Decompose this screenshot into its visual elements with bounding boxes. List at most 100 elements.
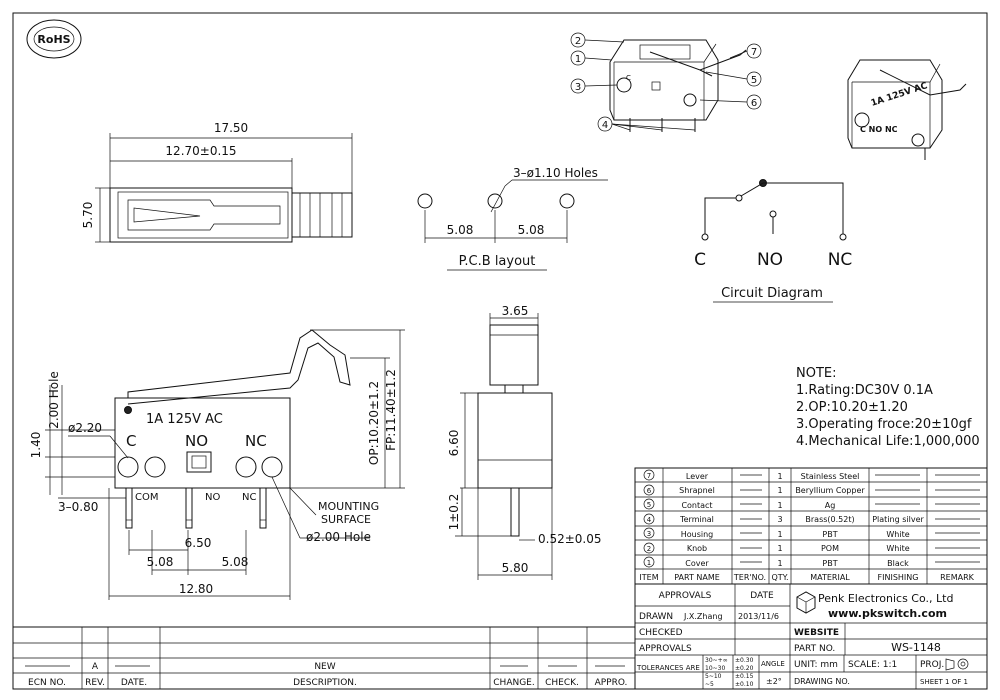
pcb-spacing-right: 5.08 <box>518 223 545 237</box>
revision-rev: A <box>92 662 99 672</box>
note-2: 2.OP:10.20±1.20 <box>796 400 908 415</box>
bom-qty: 1 <box>777 486 782 495</box>
bom-qty: 3 <box>777 515 782 524</box>
isometric-view-small: 1A 125V AC C NO NC <box>847 59 967 160</box>
note-1: 1.Rating:DC30V 0.1A <box>796 383 933 398</box>
side-no: NO <box>185 432 208 450</box>
isometric-view-main: C 2 1 3 4 7 5 6 <box>570 32 762 132</box>
bom-finishing: Black <box>887 559 909 568</box>
pcb-holes-label: 3–ø1.10 Holes <box>513 166 598 180</box>
bom-finishing: White <box>886 544 909 553</box>
drawing-no-label: DRAWING NO. <box>794 677 850 686</box>
date-header: DATE <box>750 591 774 601</box>
checked-label: CHECKED <box>639 628 683 638</box>
dim-6-60: 6.60 <box>447 430 461 457</box>
angle-value: ±2° <box>766 677 782 686</box>
side-lever <box>127 329 351 405</box>
bom-table: 7 Lever 1 Stainless Steel 6 Shrapnel 1 B… <box>634 467 988 585</box>
bom-qty: 1 <box>777 559 782 568</box>
dim-op: OP:10.20±1.2 <box>367 381 381 465</box>
circuit-no: NO <box>757 250 783 270</box>
bom-material: PBT <box>822 530 837 539</box>
revision-header-date: DATE. <box>121 678 147 688</box>
bom-material: Ag <box>825 501 836 510</box>
notes: NOTE: 1.Rating:DC30V 0.1A 2.OP:10.20±1.2… <box>796 366 980 449</box>
tol-value-2: ±0.20 <box>735 665 754 672</box>
bom-item: 4 <box>647 516 652 524</box>
bom-finishing: Plating silver <box>872 515 924 524</box>
dim-6-50: 6.50 <box>185 536 212 550</box>
dim-hole-dia: ø2.20 <box>68 421 102 435</box>
bom-name: Shrapnel <box>679 486 715 495</box>
pcb-layout: 3–ø1.10 Holes 5.08 5.08 P.C.B layout <box>417 166 608 271</box>
bom-header-material: MATERIAL <box>810 573 850 582</box>
bom-header-remark: REMARK <box>940 573 975 582</box>
iso-print-terminals: C NO NC <box>860 125 898 134</box>
callout-5: 5 <box>751 75 757 86</box>
bom-finishing: White <box>886 530 909 539</box>
bom-material: Beryllium Copper <box>795 486 865 495</box>
callout-7: 7 <box>751 47 757 58</box>
tol-range-3: 5~10 <box>705 673 722 680</box>
mounting-label: MOUNTING <box>318 500 379 513</box>
revision-header-description: DESCRIPTION. <box>293 678 357 688</box>
bom-header-ter-no: TER'NO. <box>733 573 766 582</box>
dim-2-00-hole-bottom: ø2.00 Hole <box>306 530 371 544</box>
unit-label: UNIT: mm <box>794 660 838 670</box>
pcb-spacing-left: 5.08 <box>447 223 474 237</box>
approvals-header: APPROVALS <box>659 591 712 601</box>
bom-material: Stainless Steel <box>801 472 860 481</box>
drawing-border <box>12 12 988 690</box>
dim-5-80: 5.80 <box>502 561 529 575</box>
callout-6: 6 <box>751 98 757 109</box>
dim-0-2: 1±0.2 <box>447 494 461 531</box>
drawn-by: J.X.Zhang <box>683 612 723 621</box>
circuit-diagram: C NO NC Circuit Diagram <box>694 179 852 303</box>
tol-range-1: 30~+∞ <box>705 657 728 664</box>
callout-1: 1 <box>575 54 581 65</box>
title-block: APPROVALS DATE DRAWN J.X.Zhang 2013/11/6… <box>634 583 988 690</box>
dim-12-70: 12.70±0.15 <box>165 144 236 158</box>
dim-17-50: 17.50 <box>214 121 248 135</box>
bom-item: 3 <box>647 530 651 538</box>
revision-block: A NEW ECN NO. REV. DATE. DESCRIPTION. CH… <box>12 626 636 690</box>
bom-rows: 7 Lever 1 Stainless Steel 6 Shrapnel 1 B… <box>643 469 924 568</box>
front-view: 3.65 6.60 1±0.2 0.52±0.05 5.80 <box>447 304 602 580</box>
side-c: C <box>126 432 136 450</box>
tol-value-4: ±0.10 <box>735 681 754 688</box>
dim-3-65: 3.65 <box>502 304 529 318</box>
pin-nc: NC <box>242 492 256 503</box>
proj-label: PROJ. <box>920 660 944 670</box>
bom-item: 1 <box>647 559 651 567</box>
dim-2-00-hole: 2.00 Hole <box>47 371 61 429</box>
bom-qty: 1 <box>777 472 782 481</box>
company-logo-icon <box>796 591 816 614</box>
callout-2: 2 <box>575 36 581 47</box>
bom-item: 5 <box>647 501 651 509</box>
revision-header-ecn: ECN NO. <box>28 678 66 688</box>
circuit-c: C <box>694 250 706 270</box>
part-no-value: WS-1148 <box>891 641 941 654</box>
dim-3-080: 3–0.80 <box>58 500 98 514</box>
side-rating: 1A 125V AC <box>146 412 223 427</box>
company-website: www.pkswitch.com <box>828 607 947 620</box>
revision-header-change: CHANGE. <box>493 678 534 688</box>
iso-print-c: C <box>626 74 631 82</box>
projection-icon <box>945 658 969 671</box>
bom-qty: 1 <box>777 501 782 510</box>
dim-5-08-right: 5.08 <box>222 555 249 569</box>
angle-label: ANGLE <box>761 660 785 668</box>
drawn-date: 2013/11/6 <box>738 612 779 621</box>
callout-4: 4 <box>602 120 608 131</box>
bom-qty: 1 <box>777 530 782 539</box>
pcb-caption: P.C.B layout <box>459 254 536 269</box>
notes-title: NOTE: <box>796 366 837 381</box>
top-view: 17.50 12.70±0.15 5.70 <box>81 121 353 243</box>
dim-5-08-left: 5.08 <box>147 555 174 569</box>
note-3: 3.Operating froce:20±10gf <box>796 417 972 432</box>
tolerances-label: TOLERANCES ARE <box>636 664 700 672</box>
rohs-label: RoHS <box>37 33 70 46</box>
drawn-label: DRAWN <box>639 612 673 622</box>
tol-range-2: 10~30 <box>705 665 725 672</box>
